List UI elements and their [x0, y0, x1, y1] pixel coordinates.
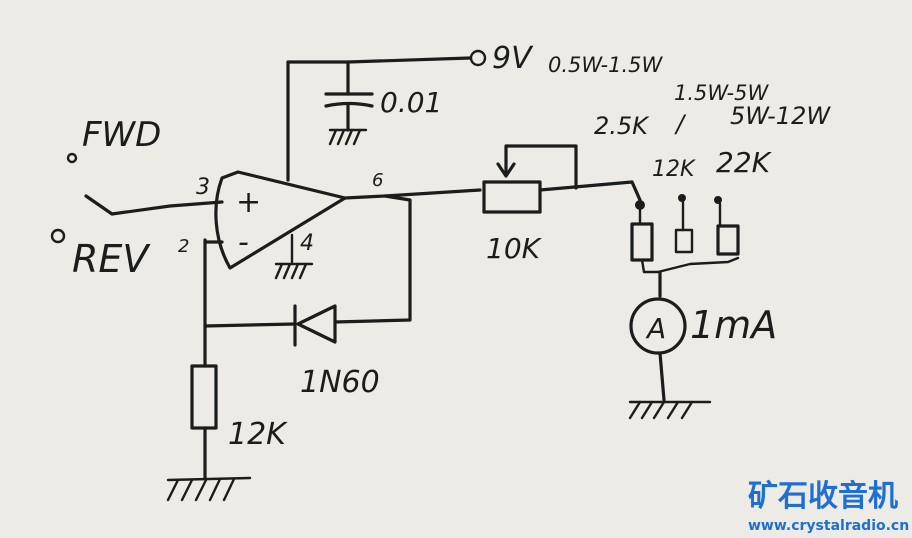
bottom-resistor [190, 364, 218, 430]
diode [203, 304, 337, 347]
rev-terminal [50, 228, 66, 244]
minus-pin-label: 2 [178, 236, 189, 257]
capacitor-ground-symbol [328, 128, 368, 146]
range-1-resistor-label: 2.5K [594, 112, 650, 140]
range-3-resistor-label: 22K [716, 146, 773, 179]
watermark-url: www.crystalradio.cn [748, 518, 909, 534]
supply-wire [286, 56, 472, 182]
pot-wiper [496, 144, 578, 190]
output-wire [343, 188, 482, 200]
range-resistor-2 [674, 228, 694, 254]
diode-label: 1N60 [300, 365, 380, 400]
plus-pin-label: 3 [196, 175, 210, 200]
supply-terminal [469, 49, 487, 67]
range-2-resistor-label: 12K [652, 157, 696, 182]
op-amp [214, 170, 347, 270]
capacitor-label: 0.01 [380, 86, 442, 119]
range-3-power-label: 5W-12W [730, 102, 831, 130]
range-1-power-label: 0.5W-1.5W [548, 53, 664, 77]
potentiometer-label: 10K [486, 232, 543, 265]
fwd-label: FWD [82, 115, 161, 155]
pot-output-wire [538, 180, 634, 192]
inverting-sign: - [238, 225, 249, 260]
op-amp-ground-symbol [274, 262, 314, 280]
ammeter-symbol: A [645, 312, 666, 345]
supply-voltage-label: 9V [492, 41, 534, 76]
range-switch-arm [630, 180, 642, 202]
fwd-terminal [66, 152, 78, 164]
ammeter-range-label: 1mA [690, 303, 777, 347]
bottom-resistor-label: 12K [228, 417, 288, 452]
potentiometer [482, 180, 542, 214]
output-pin-label: 6 [372, 170, 383, 191]
ground-pin-label: 4 [300, 231, 314, 256]
range-resistor-3 [716, 224, 740, 256]
resistor-ground-symbol [166, 476, 252, 502]
meter-ground-symbol [628, 400, 712, 420]
selector-switch [84, 194, 224, 216]
watermark-title: 矿石收音机 [748, 479, 898, 514]
range-separator-label: / [674, 110, 687, 138]
noninverting-sign: + [236, 185, 261, 220]
feedback-wire [333, 194, 412, 324]
capacitor [324, 60, 374, 132]
range-contact-2 [678, 194, 686, 202]
range-common-wire [640, 256, 740, 274]
ammeter [629, 297, 687, 355]
range-contact-3 [714, 196, 722, 204]
range-2-power-label: 1.5W-5W [674, 81, 769, 105]
range-resistor-1 [630, 222, 654, 262]
meter-ground-wire [658, 351, 666, 402]
range-contact-1 [635, 200, 645, 210]
rev-label: REV [72, 237, 151, 281]
